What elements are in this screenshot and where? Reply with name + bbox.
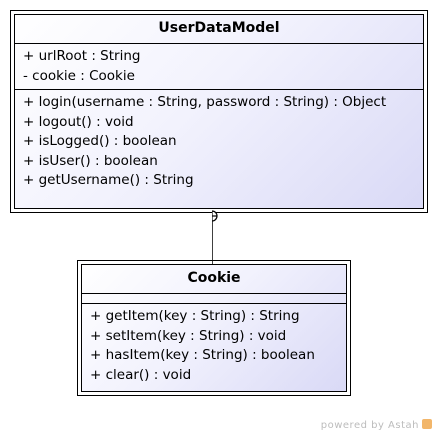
attribute-item: - cookie : Cookie bbox=[23, 67, 135, 84]
attribute-item: + urlRoot : String bbox=[23, 48, 141, 64]
astah-watermark: powered by Astah bbox=[321, 419, 432, 431]
attributes-compartment: + urlRoot : String - cookie : Cookie bbox=[14, 44, 424, 90]
class-box-userdatamodel[interactable]: UserDataModel + urlRoot : String - cooki… bbox=[10, 10, 428, 213]
astah-logo-icon bbox=[422, 419, 432, 429]
watermark-text: powered by Astah bbox=[320, 420, 419, 431]
operations-compartment: + login(username : String, password : St… bbox=[14, 90, 424, 209]
operation-item: + getItem(key : String) : String bbox=[90, 308, 300, 324]
relationship-connector[interactable] bbox=[212, 209, 228, 267]
class-box-frame bbox=[77, 260, 351, 396]
operation-item: + logout() : void bbox=[23, 113, 134, 130]
operations-compartment: + getItem(key : String) : String + setIt… bbox=[81, 304, 347, 392]
class-name: UserDataModel bbox=[14, 14, 424, 44]
operation-item: + login(username : String, password : St… bbox=[23, 94, 387, 110]
operation-item: + setItem(key : String) : void bbox=[90, 327, 287, 344]
operation-item: + clear() : void bbox=[90, 366, 192, 383]
attributes-compartment bbox=[81, 294, 347, 304]
operation-item: + isUser() : boolean bbox=[23, 152, 158, 169]
class-box-cookie[interactable]: Cookie + getItem(key : String) : String … bbox=[77, 260, 351, 396]
operation-item: + hasItem(key : String) : boolean bbox=[90, 347, 315, 363]
class-name: Cookie bbox=[81, 264, 347, 294]
class-box-frame bbox=[10, 10, 428, 213]
operation-item: + isLogged() : boolean bbox=[23, 133, 177, 149]
operation-item: + getUsername() : String bbox=[23, 172, 194, 188]
